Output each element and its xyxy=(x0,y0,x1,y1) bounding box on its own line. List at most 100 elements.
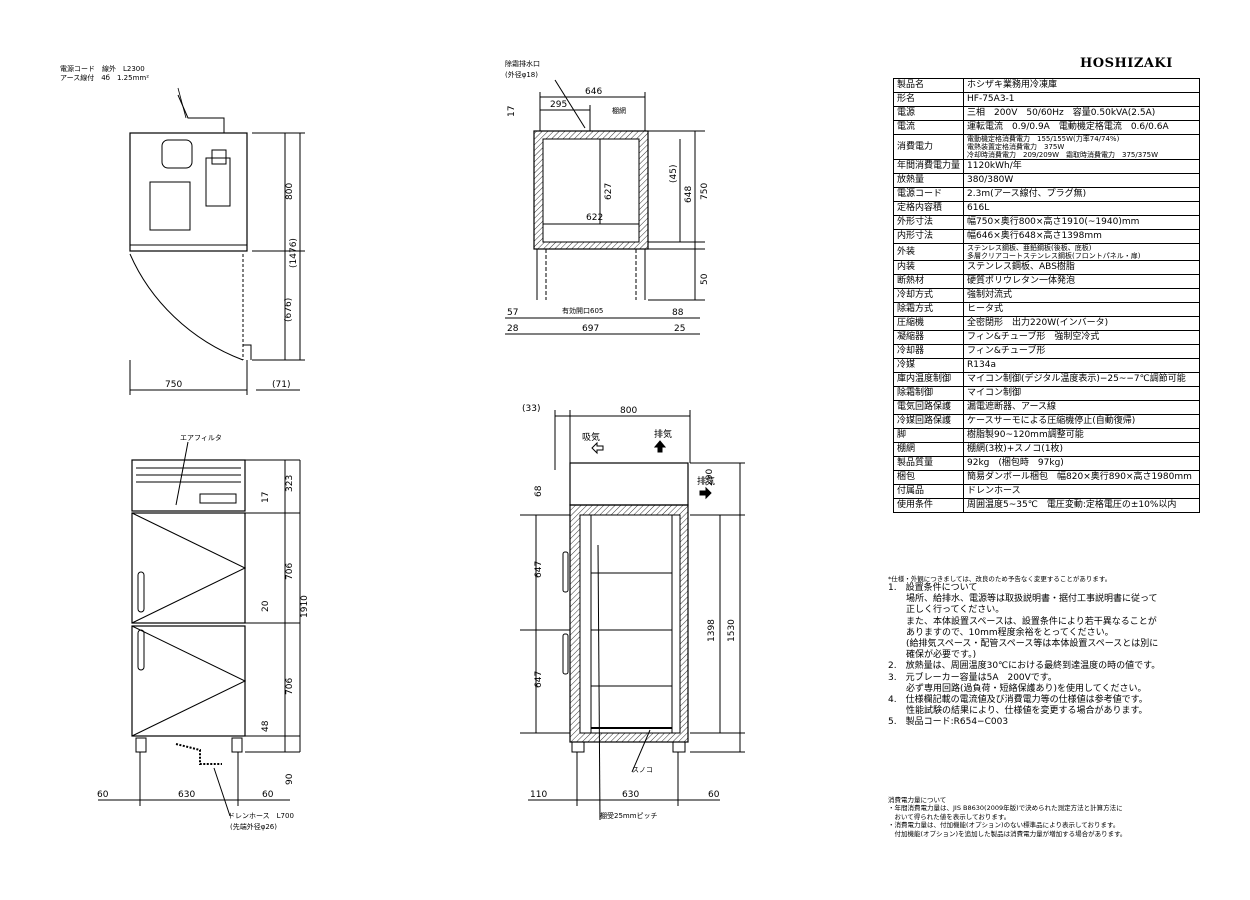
spec-label: 圧縮機 xyxy=(892,316,965,331)
dim-646: 646 xyxy=(585,87,602,97)
spec-label: 使用条件 xyxy=(892,498,965,513)
spec-row: 除霜制御マイコン制御 xyxy=(892,386,1200,401)
note-line: 5. 製品コード:R654−C003 xyxy=(888,717,1009,728)
spec-value: 三相 200V 50/60Hz 容量0.50kVA(2.5A) xyxy=(963,106,1200,121)
dim-60-side: 60 xyxy=(708,790,720,800)
dim-20: 20 xyxy=(261,600,271,612)
note-line: 場所、給排水、電源等は取扱説明書・据付工事説明書に従って xyxy=(888,594,1158,605)
spec-label: 庫内温度制御 xyxy=(892,372,965,387)
spec-row: 使用条件周囲温度5~35℃ 電圧変動:定格電圧の±10%以内 xyxy=(892,498,1200,513)
spec-value: 漏電遮断器、アース線 xyxy=(963,400,1200,415)
dim-50: 50 xyxy=(700,273,710,285)
spec-value: 幅646×奥行648×高さ1398mm xyxy=(963,229,1200,244)
dim-1476: (1476) xyxy=(289,238,299,268)
dim-25: 25 xyxy=(674,324,685,334)
spec-label: 除霜方式 xyxy=(892,302,965,317)
spec-value: 92kg (梱包時 97kg) xyxy=(963,456,1200,471)
spec-row: 内装ステンレス鋼板、ABS樹脂 xyxy=(892,260,1200,275)
spec-row: 除霜方式ヒータ式 xyxy=(892,302,1200,317)
note-line: (給排気スペース・配管スペース等は本体設置スペースとは別に xyxy=(888,639,1159,650)
dim-750-section: 750 xyxy=(700,183,710,200)
spec-value: R134a xyxy=(963,358,1200,373)
spec-label: 内形寸法 xyxy=(892,229,965,244)
spec-row: 冷媒回路保護ケースサーモによる圧縮機停止(自動復帰) xyxy=(892,414,1200,429)
note-line: 確保が必要です。) xyxy=(888,650,977,661)
spec-label: 内装 xyxy=(892,260,965,275)
shelf-pitch-label: 棚受25mmピッチ xyxy=(600,811,658,820)
dim-750-top: 750 xyxy=(165,380,182,390)
note-line: 2. 放熱量は、周囲温度30℃における最終到達温度の時の値です。 xyxy=(888,661,1161,672)
dim-28: 28 xyxy=(507,324,519,334)
dim-697: 697 xyxy=(582,324,599,334)
spec-value: 周囲温度5~35℃ 電圧変動:定格電圧の±10%以内 xyxy=(963,498,1200,513)
dim-630-front: 630 xyxy=(178,790,195,800)
spec-value: 1120kWh/年 xyxy=(963,159,1200,174)
dim-648: 648 xyxy=(684,186,694,203)
dim-1398: 1398 xyxy=(707,619,717,642)
dim-323: 323 xyxy=(285,475,295,492)
dim-706-upper: 706 xyxy=(285,563,295,580)
spec-value: ケースサーモによる圧縮機停止(自動復帰) xyxy=(963,414,1200,429)
spec-value: 電動機定格消費電力 155/155W(力率74/74%)電熱装置定格消費電力 3… xyxy=(963,134,1200,160)
note-line: また、本体設置スペースは、設置条件により若干異なることが xyxy=(888,616,1157,627)
spec-label: 電源 xyxy=(892,106,965,121)
spec-value: 簡易ダンボール梱包 幅820×奥行890×高さ1980mm xyxy=(963,470,1200,485)
spec-value: 樹脂製90~120mm調整可能 xyxy=(963,428,1200,443)
section-top-view xyxy=(505,79,705,335)
spec-value: ドレンホース xyxy=(963,484,1200,499)
spec-label: 外形寸法 xyxy=(892,215,965,230)
defrost-drain-diameter: (外径φ18) xyxy=(505,70,538,79)
power-consumption-footnote: 消費電力量について・年間消費電力量は、JIS B8630(2009年版)で決めら… xyxy=(888,796,1218,838)
footnote-line: 付加機能(オプション)を追加した製品は消費電力量が増加する場合があります。 xyxy=(888,829,1127,838)
dim-71: (71) xyxy=(272,380,290,390)
spec-row: 脚樹脂製90~120mm調整可能 xyxy=(892,428,1200,443)
spec-value: マイコン制御(デジタル温度表示)−25~−7℃調節可能 xyxy=(963,372,1200,387)
dim-90: 90 xyxy=(285,773,295,785)
spec-row: 断熱材硬質ポリウレタン一体発泡 xyxy=(892,274,1200,289)
brand-logo: HOSHIZAKI xyxy=(1080,56,1173,71)
dim-290: 290 xyxy=(705,469,715,486)
spec-row: 圧縮機全密閉形 出力220W(インバータ) xyxy=(892,316,1200,331)
spec-value: HF-75A3-1 xyxy=(963,92,1200,107)
spec-label: 冷却器 xyxy=(892,344,965,359)
defrost-drain-label: 除霜排水口 xyxy=(505,59,540,68)
spec-row: 付属品ドレンホース xyxy=(892,484,1200,499)
dim-88: 88 xyxy=(672,308,684,318)
dim-60-right: 60 xyxy=(262,790,274,800)
spec-value: フィン&チューブ形 強制空冷式 xyxy=(963,330,1200,345)
drain-hose-label: ドレンホース L700 xyxy=(228,812,294,820)
spec-label: 製品質量 xyxy=(892,456,965,471)
spec-row: 梱包簡易ダンボール梱包 幅820×奥行890×高さ1980mm xyxy=(892,470,1200,485)
note-line: 4. 仕様欄記載の電流値及び消費電力等の仕様値は参考値です。 xyxy=(888,695,1148,706)
dim-48: 48 xyxy=(261,720,271,732)
footnote-line: 消費電力量について xyxy=(888,796,947,804)
spec-value: ホシザキ業務用冷凍庫 xyxy=(963,78,1200,93)
spec-value: 強制対流式 xyxy=(963,288,1200,303)
dim-676: (676) xyxy=(284,298,294,322)
spec-row: 冷却器フィン&チューブ形 xyxy=(892,344,1200,359)
dim-627: 627 xyxy=(604,183,614,200)
spec-label: 外装 xyxy=(892,243,965,261)
dim-1910: 1910 xyxy=(300,595,310,618)
spec-label: 電気回路保護 xyxy=(892,400,965,415)
intake-label: 吸気 xyxy=(582,431,600,443)
top-view xyxy=(129,87,305,395)
spec-row: 棚網棚網(3枚)+スノコ(1枚) xyxy=(892,442,1200,457)
spec-row: 冷却方式強制対流式 xyxy=(892,288,1200,303)
air-filter-label: エアフィルタ xyxy=(180,433,222,442)
sunoko-label: スノコ xyxy=(632,766,653,774)
spec-value: 380/380W xyxy=(963,173,1200,188)
note-line: ありますので、10mm程度余裕をとってください。 xyxy=(888,627,1114,638)
dim-17-section: 17 xyxy=(507,106,517,117)
spec-value: 棚網(3枚)+スノコ(1枚) xyxy=(963,442,1200,457)
dim-800-side: 800 xyxy=(620,406,637,416)
dim-1530: 1530 xyxy=(727,619,737,642)
dim-110: 110 xyxy=(530,790,547,800)
spec-value: 全密閉形 出力220W(インバータ) xyxy=(963,316,1200,331)
